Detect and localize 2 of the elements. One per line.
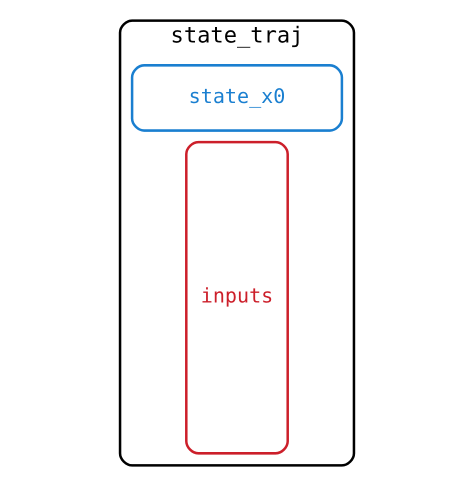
node-box: inputs: [185, 140, 289, 455]
node-box: state_x0: [130, 64, 344, 132]
